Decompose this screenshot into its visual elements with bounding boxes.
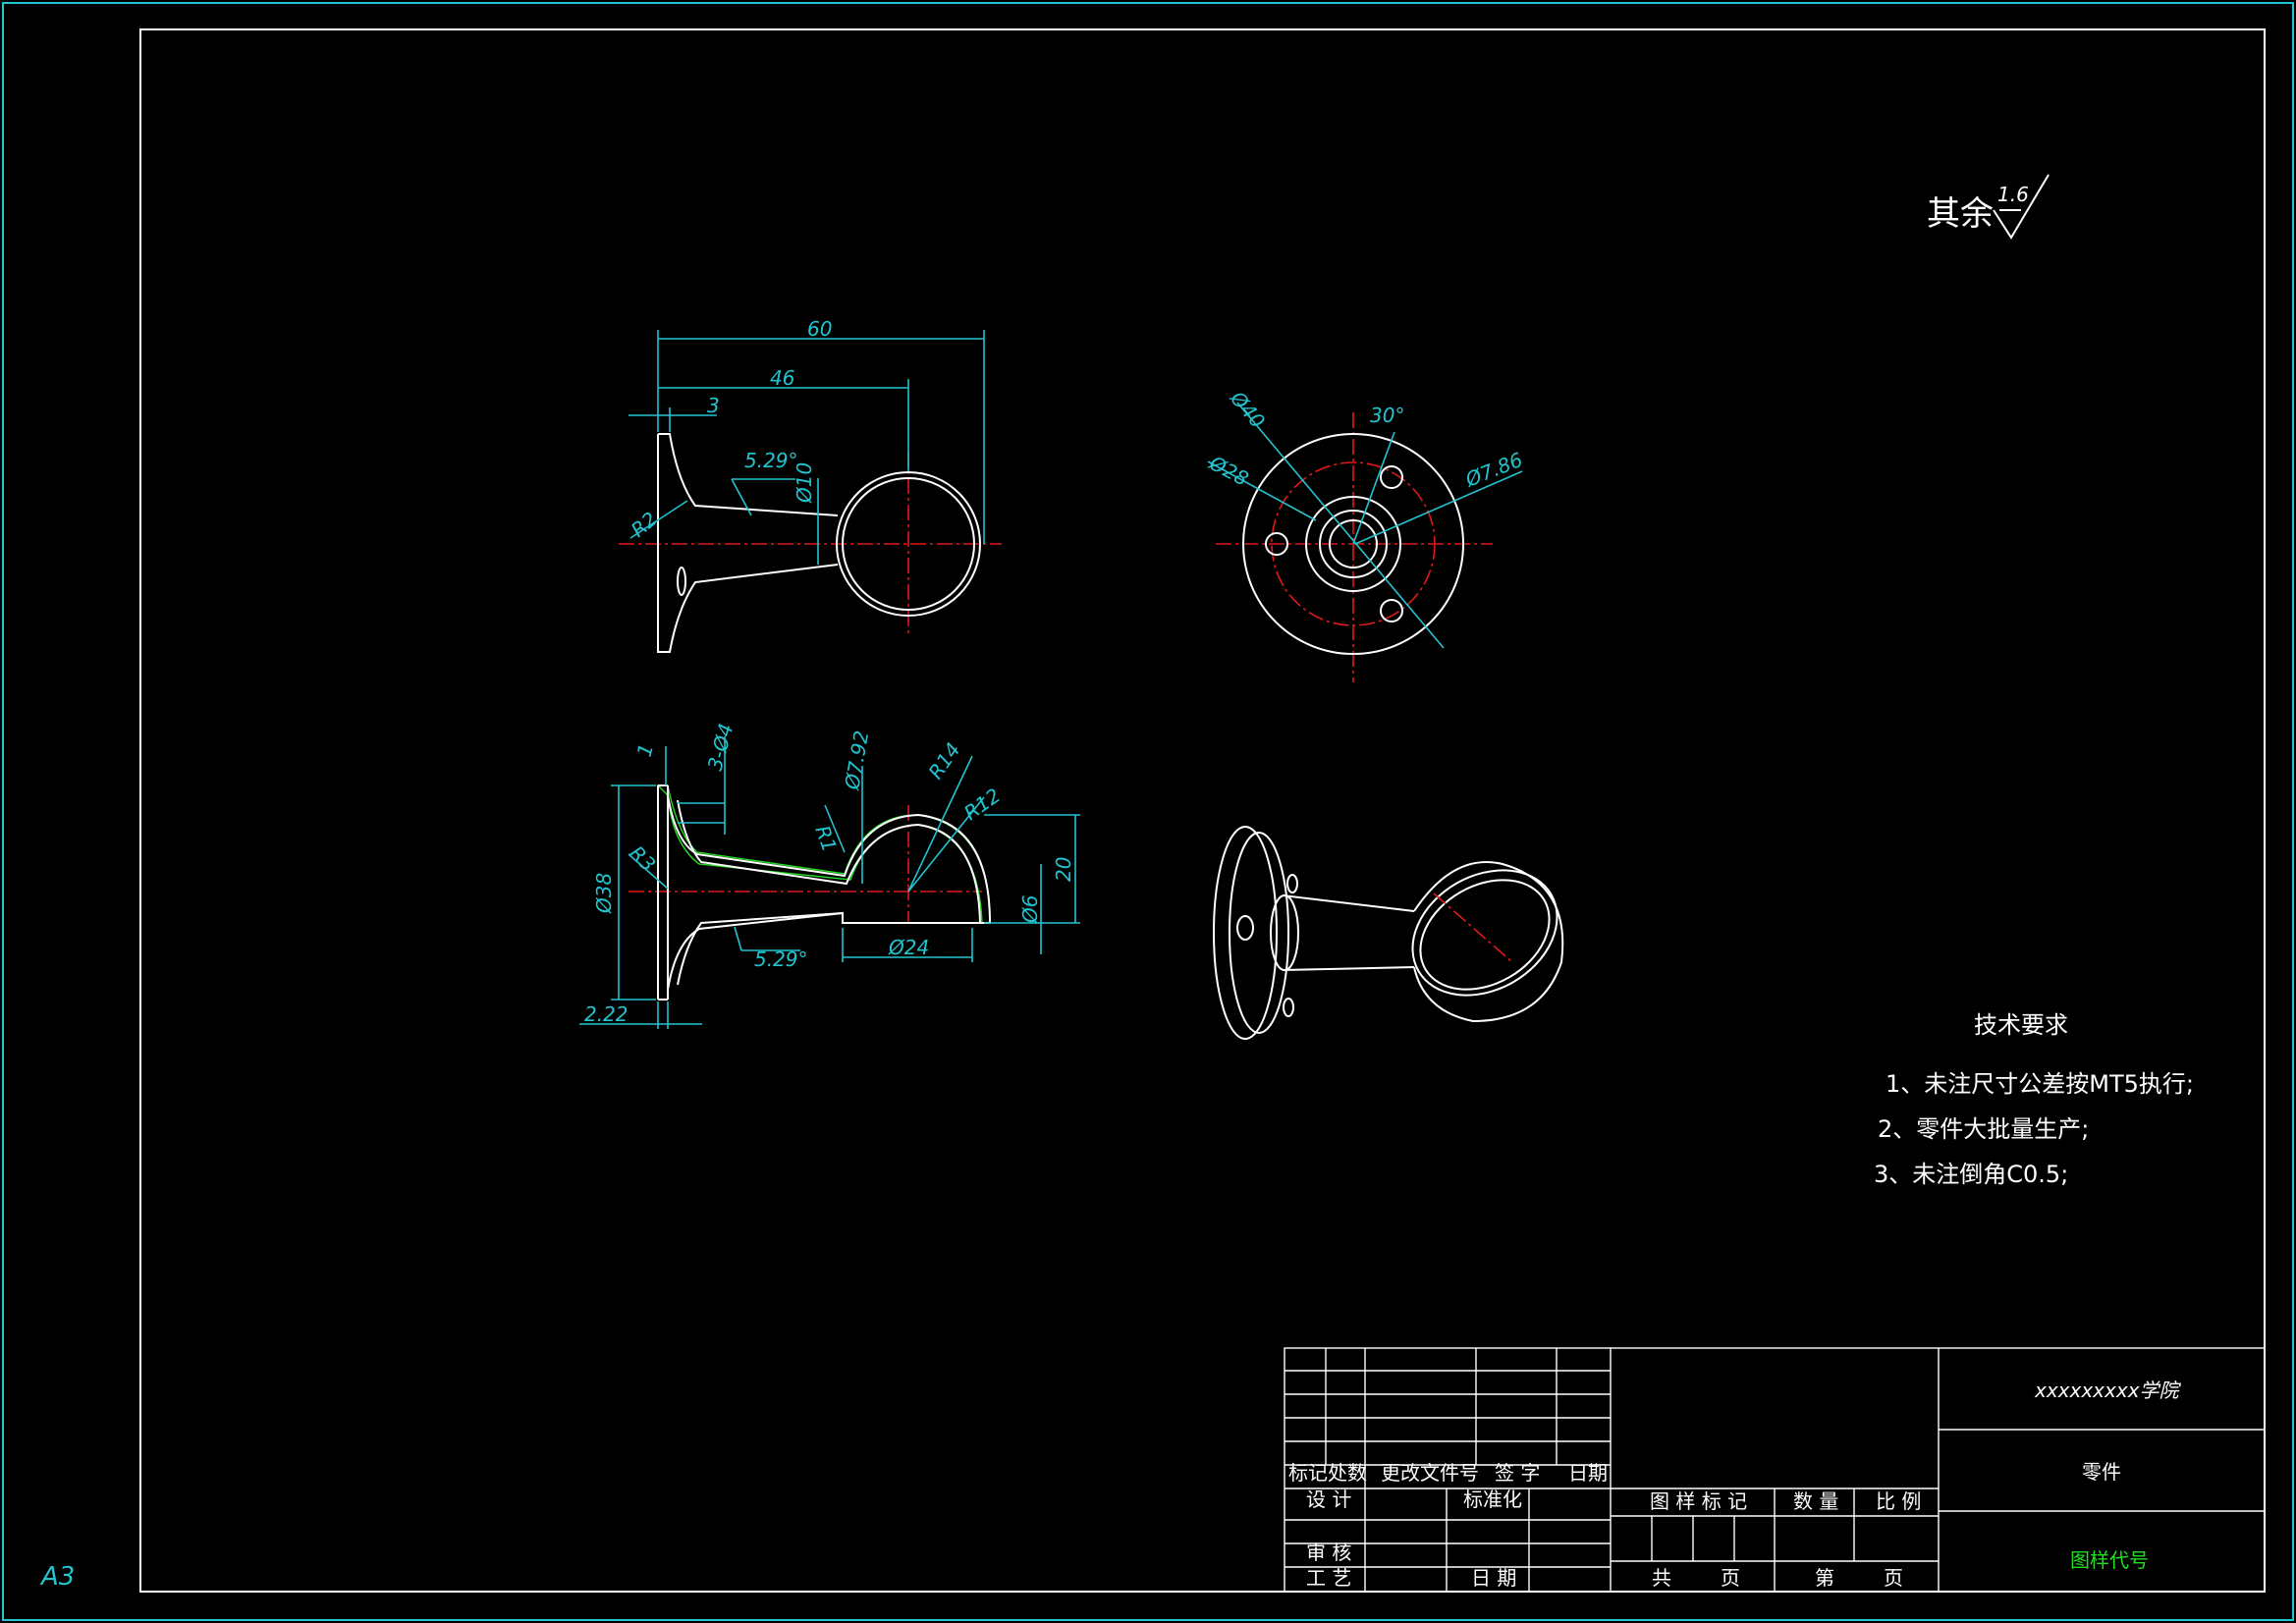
section-dim-20: 20	[1052, 857, 1075, 882]
front-dim-60: 60	[807, 317, 832, 341]
front-dim-dia10: Ø10	[793, 462, 816, 504]
isometric-view	[1213, 826, 1564, 1040]
tb-design: 设 计	[1306, 1488, 1351, 1511]
tb-page2: 页	[1884, 1566, 1903, 1590]
tb-total: 共	[1652, 1566, 1671, 1590]
tech-req-item-1: 1、未注尺寸公差按MT5执行;	[1886, 1070, 2194, 1098]
tech-req-title: 技术要求	[1974, 1011, 2068, 1039]
tb-page1: 页	[1721, 1566, 1740, 1590]
front-view: 60 46 3 5.29° Ø10 R2	[619, 317, 1002, 653]
tb-quantity: 数 量	[1793, 1489, 1838, 1513]
section-dim-dia38: Ø38	[592, 873, 616, 914]
front-dim-angle: 5.29°	[744, 449, 798, 472]
section-dim-r1: R1	[810, 823, 842, 855]
tb-standardize: 标准化	[1463, 1488, 1522, 1511]
tb-signature: 签 字	[1495, 1461, 1540, 1485]
top-view: Ø40 30° Ø28 Ø7.86	[1205, 386, 1526, 682]
roughness-symbol-icon	[1993, 174, 2050, 240]
front-dim-3: 3	[707, 394, 720, 417]
surface-roughness-note: 其余 1.6	[1927, 174, 2050, 240]
section-dim-r3: R3	[625, 841, 660, 877]
section-dim-dia6: Ø6	[1018, 895, 1042, 924]
section-dim-3-dia4: 3-Ø4	[703, 721, 738, 773]
tb-process: 工 艺	[1306, 1566, 1351, 1590]
tb-date2: 日 期	[1471, 1566, 1516, 1590]
section-dim-r14: R14	[923, 738, 964, 784]
section-dim-dia792: Ø7.92	[840, 729, 873, 792]
section-dim-angle: 5.29°	[754, 947, 808, 971]
top-dim-dia786: Ø7.86	[1461, 448, 1526, 492]
tb-drawing-code: 图样代号	[2070, 1548, 2149, 1572]
tb-school: xxxxxxxxx学院	[2034, 1379, 2182, 1402]
section-dim-dia24: Ø24	[888, 936, 929, 959]
sheet-size-label: A3	[39, 1562, 75, 1592]
section-view: 1 3-Ø4 Ø7.92 R14 R12 R1 R3 Ø38 20 Ø6 Ø24…	[579, 721, 1080, 1029]
tb-scale: 比 例	[1876, 1489, 1921, 1513]
tb-count: 处数	[1328, 1461, 1367, 1485]
inner-frame	[139, 28, 2266, 1593]
tb-change-doc: 更改文件号	[1381, 1461, 1479, 1485]
front-dim-46: 46	[770, 366, 794, 390]
top-dim-angle30: 30°	[1370, 404, 1404, 427]
tb-mark: 标记	[1288, 1461, 1328, 1485]
roughness-label: 其余	[1927, 194, 1994, 234]
tb-part-name: 零件	[2082, 1460, 2121, 1484]
top-dim-dia28: Ø28	[1205, 451, 1253, 491]
tb-review: 审 核	[1306, 1541, 1351, 1564]
section-dim-222: 2.22	[584, 1002, 629, 1026]
tech-requirements: 技术要求 1、未注尺寸公差按MT5执行; 2、零件大批量生产; 3、未注倒角C0…	[1874, 1011, 2194, 1188]
top-dim-dia40: Ø40	[1226, 386, 1271, 433]
tech-req-item-3: 3、未注倒角C0.5;	[1874, 1161, 2068, 1188]
tech-req-item-2: 2、零件大批量生产;	[1878, 1115, 2089, 1143]
tb-sheet-no: 第	[1815, 1566, 1834, 1590]
roughness-value: 1.6	[1997, 183, 2029, 206]
tb-drawing-mark: 图 样 标 记	[1650, 1489, 1747, 1513]
tb-date: 日期	[1568, 1461, 1608, 1485]
title-block: 标记 处数 更改文件号 签 字 日期 设 计 标准化 审 核 工 艺 日 期 图…	[1284, 1347, 2266, 1593]
section-dim-1: 1	[632, 741, 658, 760]
